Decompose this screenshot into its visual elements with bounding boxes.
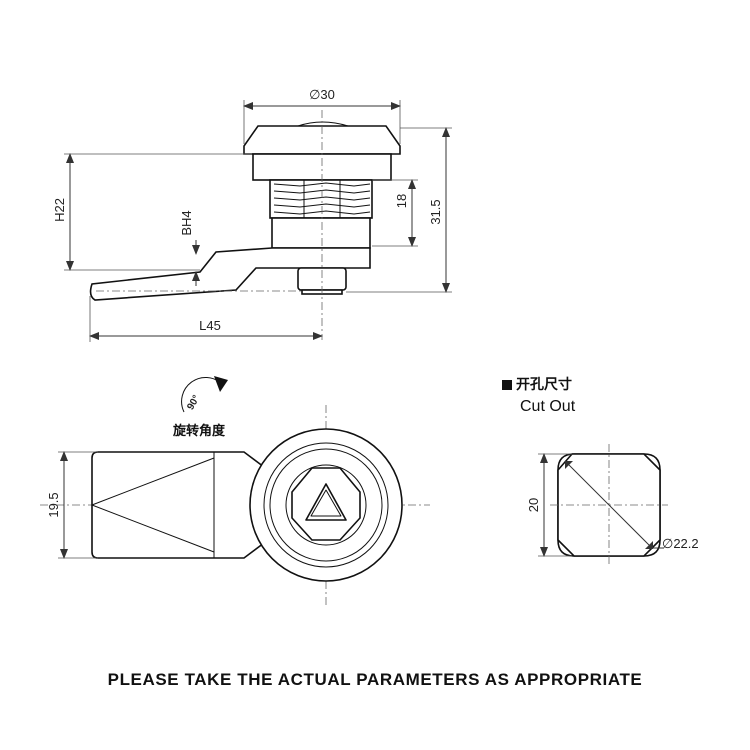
thread-lines	[273, 180, 371, 218]
parameters-notice: PLEASE TAKE THE ACTUAL PARAMETERS AS APP…	[107, 670, 643, 689]
dim-tongue-height: H22	[52, 198, 67, 222]
front-view	[40, 376, 430, 605]
cam-tongue-front	[91, 451, 269, 559]
dim-tongue-width: 19.5	[46, 492, 61, 517]
dim-overall-height: 31.5	[428, 199, 443, 224]
dim-outer-diameter: ∅30	[309, 87, 335, 102]
side-view	[64, 100, 452, 342]
rotation-angle-label: 旋转角度	[173, 424, 226, 439]
dim-tongue-length: L45	[199, 318, 221, 333]
lock-head-cap	[243, 125, 401, 155]
cutout-view	[538, 444, 668, 566]
cam-tongue	[89, 247, 371, 301]
dim-rotation-angle: 90°	[185, 393, 202, 412]
triangle-key-icon	[305, 483, 347, 521]
square-bullet-icon	[502, 380, 512, 390]
rotation-arrow-icon	[181, 377, 223, 413]
dim-cutout-width: 20	[526, 498, 541, 512]
dim-thread-length: 18	[394, 194, 409, 208]
cutout-title-text: 开孔尺寸	[516, 377, 572, 393]
cutout-subtitle: Cut Out	[520, 398, 576, 415]
dim-cutout-diameter: ∅22.2	[662, 536, 699, 551]
cutout-title: 开孔尺寸	[502, 374, 572, 394]
dim-tongue-thickness: BH4	[179, 210, 194, 235]
